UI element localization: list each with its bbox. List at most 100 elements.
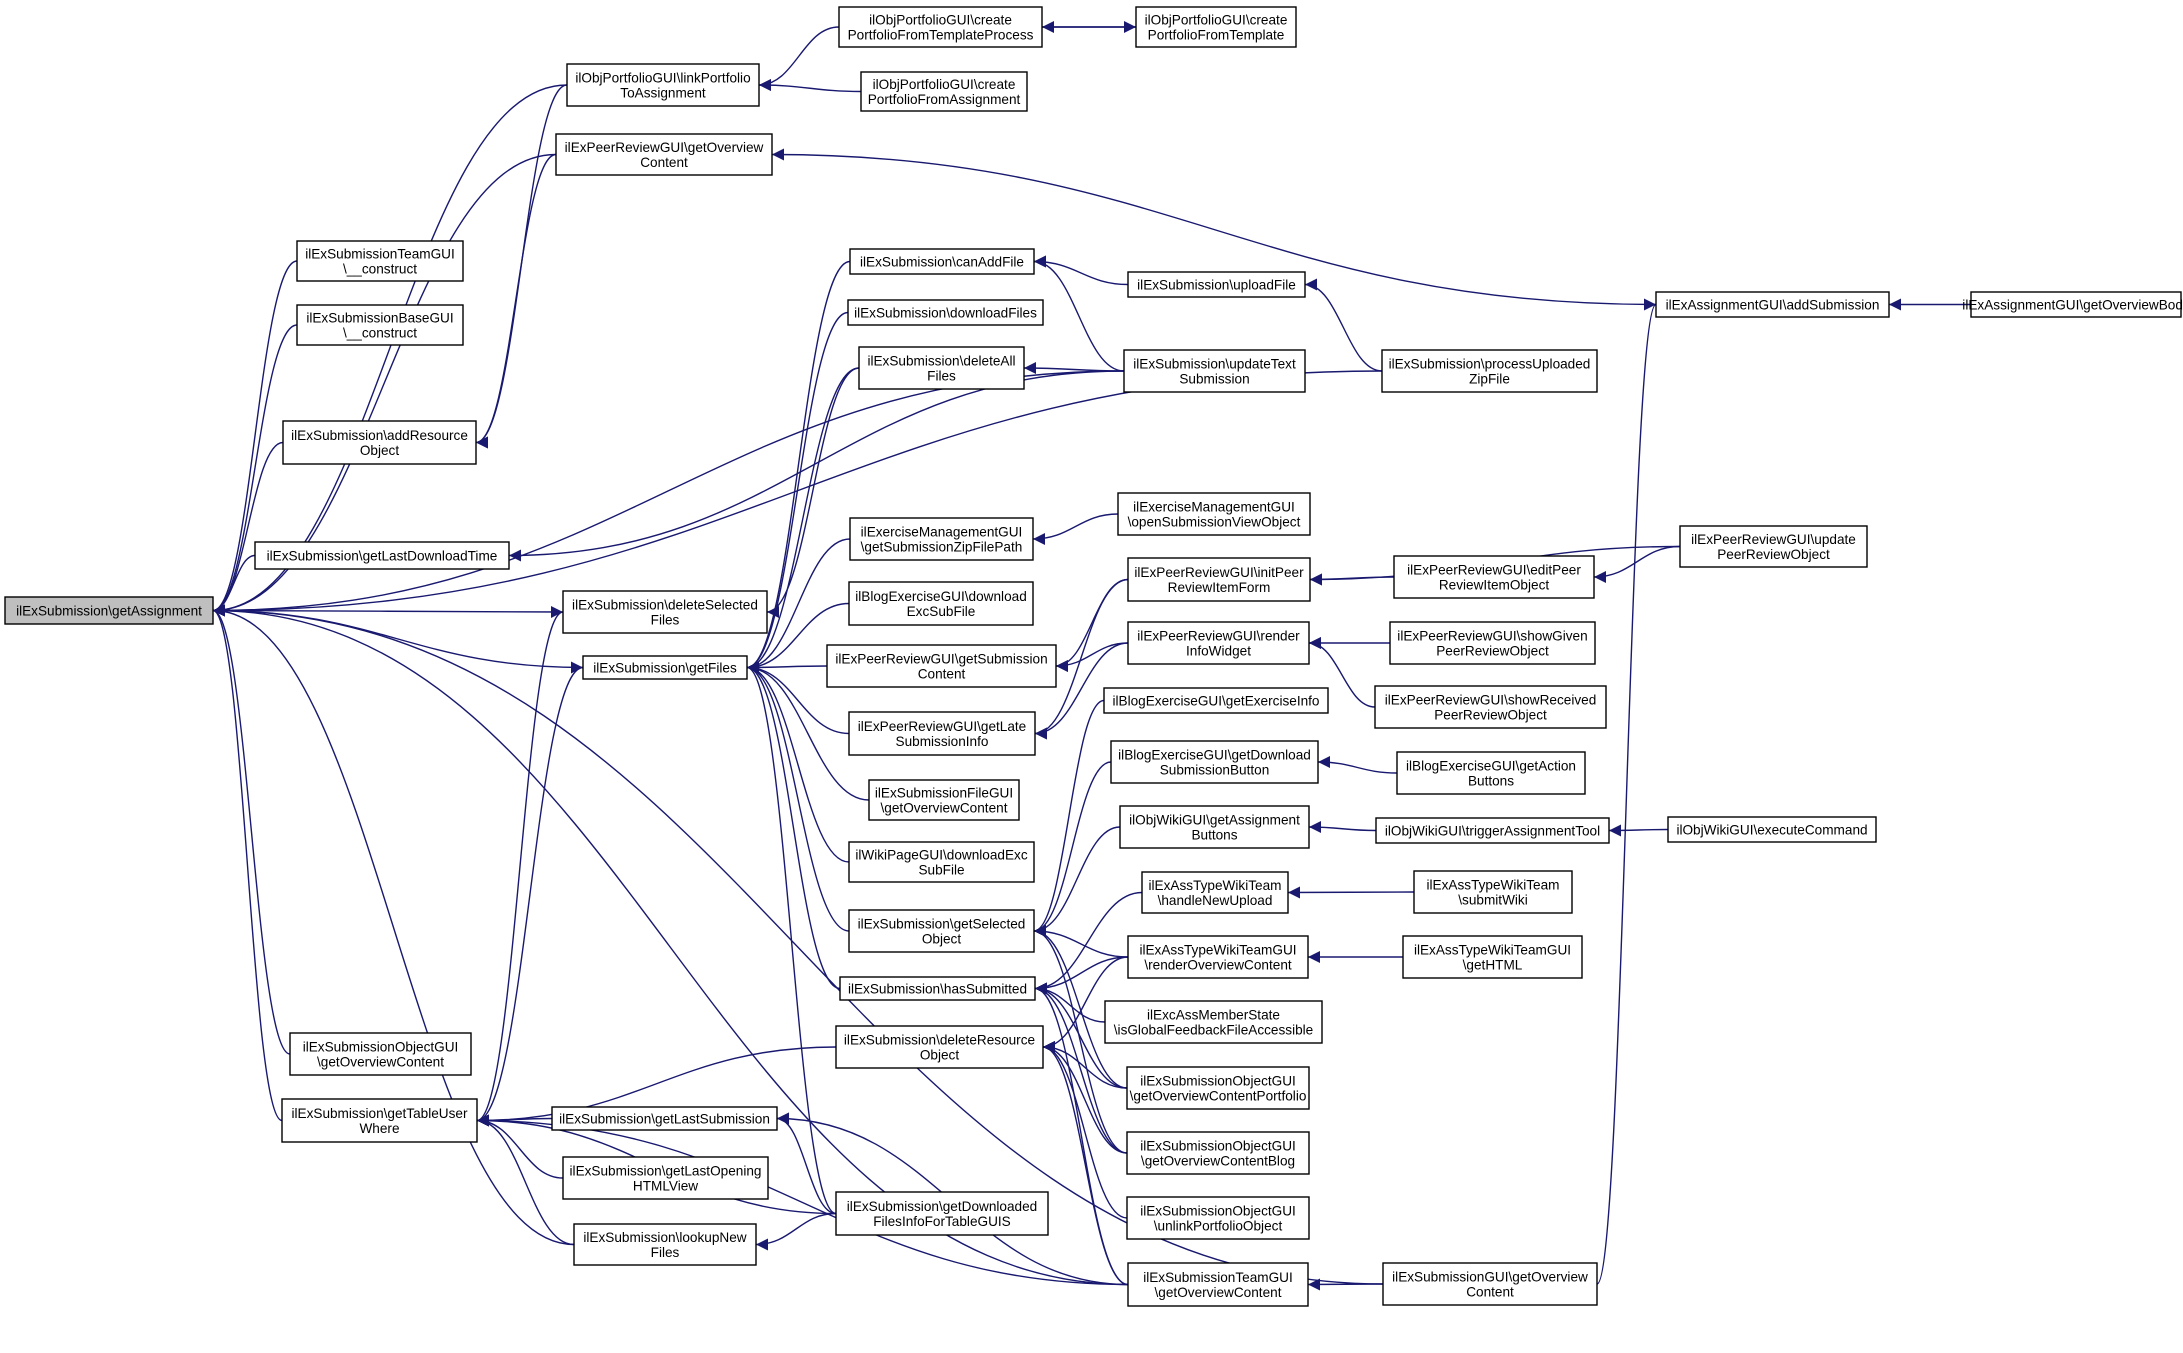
- node-label-line: ilExSubmission\getLastOpening: [570, 1164, 762, 1179]
- node-ilexsubmissionfilegui-getoverviewcontent[interactable]: ilExSubmissionFileGUI\getOverviewContent: [868, 779, 1020, 821]
- node-ilexsubmission-canaddfile[interactable]: ilExSubmission\canAddFile: [849, 248, 1035, 275]
- edge-n38-to-n27: [1034, 891, 1143, 995]
- node-ilobjportfoliogui-create-portfoliofromassignment[interactable]: ilObjPortfolioGUI\createPortfolioFromAss…: [860, 71, 1028, 112]
- edge-n7-to-n0: [212, 604, 291, 1055]
- node-ilexcassmemberstate-isglobalfeedbackfileaccessible[interactable]: ilExcAssMemberState\isGlobalFeedbackFile…: [1104, 1000, 1323, 1044]
- node-box: [849, 517, 1034, 561]
- node-box: [1126, 1066, 1310, 1110]
- node-ilexsubmission-getdownloaded-filesinfofortableguis[interactable]: ilExSubmission\getDownloadedFilesInfoFor…: [835, 1191, 1049, 1236]
- node-ilexassignmentgui-getoverviewbody[interactable]: ilExAssignmentGUI\getOverviewBody: [1962, 291, 2183, 318]
- node-ilexsubmission-uploadfile[interactable]: ilExSubmission\uploadFile: [1127, 271, 1306, 298]
- edge-n2-to-n0: [212, 324, 298, 617]
- node-box: [1123, 349, 1306, 393]
- node-box: [1110, 740, 1319, 784]
- node-label-line: Files: [651, 1245, 680, 1260]
- node-ilexpeerreviewgui-showgiven-peerreviewobject[interactable]: ilExPeerReviewGUI\showGivenPeerReviewObj…: [1389, 621, 1596, 665]
- edge-n54-to-n13: [771, 148, 1657, 306]
- node-box: [1127, 1262, 1309, 1307]
- edge-n31-to-n0: [212, 370, 1125, 617]
- edge-n8-to-n6: [476, 661, 584, 1122]
- node-label-line: ilExPeerReviewGUI\showGiven: [1397, 629, 1587, 644]
- node-box: [1396, 751, 1586, 795]
- node-ilexasstypewikiteam-handlenewupload[interactable]: ilExAssTypeWikiTeam\handleNewUpload: [1141, 871, 1289, 914]
- node-ilexsubmission-downloadfiles[interactable]: ilExSubmission\downloadFiles: [847, 299, 1044, 326]
- node-box: [1389, 621, 1596, 665]
- node-ilexsubmission-getlastsubmission[interactable]: ilExSubmission\getLastSubmission: [551, 1106, 778, 1131]
- node-label-line: Content: [1466, 1285, 1514, 1300]
- node-ilexsubmission-hassubmitted[interactable]: ilExSubmission\hasSubmitted: [839, 976, 1036, 1001]
- node-label-line: ilExAssTypeWikiTeam: [1149, 878, 1282, 893]
- node-ilexsubmissiongui-getoverview-content[interactable]: ilExSubmissionGUI\getOverviewContent: [1382, 1262, 1598, 1306]
- node-label-line: ilWikiPageGUI\downloadExc: [855, 848, 1027, 863]
- node-label-line: ilExSubmissionTeamGUI: [305, 247, 455, 262]
- node-ilexercisemanagementgui-getsubmissionzipfilepath[interactable]: ilExerciseManagementGUI\getSubmissionZip…: [849, 517, 1034, 561]
- node-ilexsubmission-getlastdownloadtime[interactable]: ilExSubmission\getLastDownloadTime: [254, 541, 510, 570]
- node-ilexsubmissionobjectgui-unlinkportfolioobject[interactable]: ilExSubmissionObjectGUI\unlinkPortfolioO…: [1126, 1196, 1310, 1240]
- node-label-line: ilExSubmissionGUI\getOverview: [1392, 1270, 1588, 1285]
- edge-n33-to-n22: [1055, 578, 1129, 672]
- node-label-line: ilExSubmission\uploadFile: [1137, 278, 1296, 293]
- node-box: [566, 63, 760, 107]
- node-label-line: ilExSubmission\hasSubmitted: [848, 982, 1027, 997]
- node-ilexpeerreviewgui-getoverview-content[interactable]: ilExPeerReviewGUI\getOverviewContent: [555, 133, 773, 176]
- node-ilexasstypewikiteamgui-gethtml[interactable]: ilExAssTypeWikiTeamGUI\getHTML: [1402, 935, 1583, 979]
- node-ilexsubmissionobjectgui-getoverviewcontent[interactable]: ilExSubmissionObjectGUI\getOverviewConte…: [289, 1032, 472, 1076]
- node-label-line: ilExSubmissionObjectGUI: [1140, 1074, 1296, 1089]
- edge-n51-to-n38: [1287, 886, 1415, 899]
- node-ilexsubmissionobjectgui-getoverviewcontentblog[interactable]: ilExSubmissionObjectGUI\getOverviewConte…: [1126, 1131, 1310, 1175]
- node-ilexpeerreviewgui-editpeer-reviewitemobject[interactable]: ilExPeerReviewGUI\editPeerReviewItemObje…: [1393, 555, 1595, 599]
- node-ilexpeerreviewgui-showreceived-peerreviewobject[interactable]: ilExPeerReviewGUI\showReceivedPeerReview…: [1374, 685, 1607, 729]
- node-box: [282, 420, 477, 465]
- node-ilexasstypewikiteam-submitwiki[interactable]: ilExAssTypeWikiTeam\submitWiki: [1413, 870, 1573, 914]
- node-label-line: \unlinkPortfolioObject: [1154, 1219, 1283, 1234]
- node-box: [254, 541, 510, 570]
- node-ilexsubmission-getfiles[interactable]: ilExSubmission\getFiles: [582, 655, 748, 680]
- node-ilexassignmentgui-addsubmission[interactable]: ilExAssignmentGUI\addSubmission: [1655, 291, 1890, 318]
- edge-n39-to-n28: [1042, 956, 1129, 1053]
- edge-n27-to-n6: [746, 661, 841, 990]
- node-ilblogexercisegui-getdownload-submissionbutton[interactable]: ilBlogExerciseGUI\getDownloadSubmissionB…: [1110, 740, 1319, 784]
- node-ilexsubmissionteamgui-construct[interactable]: ilExSubmissionTeamGUI\__construct: [296, 240, 464, 282]
- node-label-line: ilExSubmissionFileGUI: [875, 786, 1013, 801]
- node-ilblogexercisegui-getexerciseinfo[interactable]: ilBlogExerciseGUI\getExerciseInfo: [1103, 687, 1329, 714]
- node-label-line: \getSubmissionZipFilePath: [861, 540, 1023, 555]
- node-ilobjwikigui-executecommand[interactable]: ilObjWikiGUI\executeCommand: [1667, 816, 1877, 843]
- node-label-line: \getOverviewContentPortfolio: [1130, 1089, 1307, 1104]
- node-ilobjportfoliogui-create-portfoliofromtemplateprocess[interactable]: ilObjPortfolioGUI\createPortfolioFromTem…: [838, 6, 1043, 48]
- node-label-line: ilObjWikiGUI\triggerAssignmentTool: [1385, 824, 1600, 839]
- node-box: [1374, 685, 1607, 729]
- node-ilexsubmissionteamgui-getoverviewcontent[interactable]: ilExSubmissionTeamGUI\getOverviewContent: [1127, 1262, 1309, 1307]
- node-ilexsubmissionobjectgui-getoverviewcontentportfolio[interactable]: ilExSubmissionObjectGUI\getOverviewConte…: [1126, 1066, 1310, 1110]
- node-ilexercisemanagementgui-opensubmissionviewobject[interactable]: ilExerciseManagementGUI\openSubmissionVi…: [1117, 492, 1311, 536]
- node-ilobjportfoliogui-linkportfolio-toassignment[interactable]: ilObjPortfolioGUI\linkPortfolioToAssignm…: [566, 63, 760, 107]
- node-ilobjportfoliogui-create-portfoliofromtemplate[interactable]: ilObjPortfolioGUI\createPortfolioFromTem…: [1135, 6, 1297, 48]
- node-ilexasstypewikiteamgui-renderoverviewcontent[interactable]: ilExAssTypeWikiTeamGUI\renderOverviewCon…: [1127, 935, 1309, 979]
- node-label-line: HTMLView: [633, 1179, 698, 1194]
- node-label-line: ilExerciseManagementGUI: [1133, 500, 1295, 515]
- node-ilexsubmissionbasegui-construct[interactable]: ilExSubmissionBaseGUI\__construct: [296, 304, 464, 346]
- edge-n28-to-n8: [476, 1046, 837, 1127]
- node-ilobjwikigui-triggerassignmenttool[interactable]: ilObjWikiGUI\triggerAssignmentTool: [1375, 817, 1610, 844]
- node-label-line: \__construct: [343, 262, 417, 277]
- node-label-line: ilExSubmission\getFiles: [593, 661, 737, 676]
- node-ilexsubmission-getassignment[interactable]: ilExSubmission\getAssignment: [4, 596, 214, 625]
